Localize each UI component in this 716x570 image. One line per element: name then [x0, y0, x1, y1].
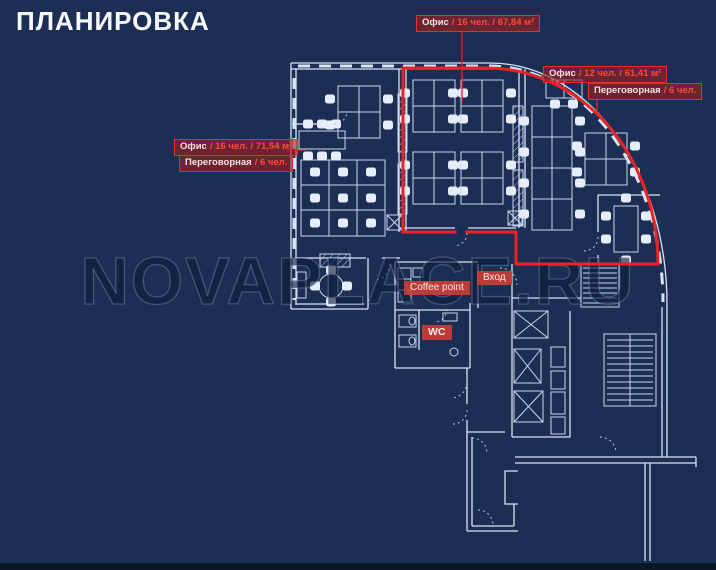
office-left-label-line1: Офис/ 16 чел. / 71,54 м² — [174, 139, 299, 157]
office-right-label-line2: Переговорная/ 6 чел. — [588, 83, 703, 101]
windows — [292, 64, 665, 303]
red-boundary — [401, 66, 660, 266]
coffee-point-label: Coffee point — [404, 281, 470, 295]
doors — [333, 110, 617, 526]
walls — [290, 62, 697, 561]
office-right-details: / 12 чел. / 61,41 м² — [578, 68, 662, 79]
office-top-name: Офис — [422, 17, 449, 28]
office-left-name: Офис — [180, 141, 207, 152]
wc-label: WC — [422, 325, 452, 340]
office-right-name: Офис — [549, 68, 576, 79]
elevator-core — [513, 310, 566, 435]
office-left-room-details: / 6 чел. — [254, 157, 288, 168]
office-right-room-details: / 6 чел. — [663, 85, 697, 96]
office-top-details: / 16 чел. / 67,84 м² — [451, 17, 535, 28]
office-top-label: Офис/ 16 чел. / 67,84 м² — [416, 15, 541, 33]
office-right-label-line1: Офис/ 12 чел. / 61,41 м² — [543, 66, 668, 84]
office-left-room-name: Переговорная — [185, 157, 252, 168]
office-left-details: / 16 чел. / 71,54 м² — [209, 141, 293, 152]
image-bottom-border — [0, 563, 716, 570]
page-title: ПЛАНИРОВКА — [16, 6, 210, 36]
office-right-room-name: Переговорная — [594, 85, 661, 96]
leader-lines — [287, 31, 598, 151]
office-left-label-line2: Переговорная/ 6 чел. — [179, 155, 294, 173]
entrance-label: Вход — [477, 271, 512, 285]
